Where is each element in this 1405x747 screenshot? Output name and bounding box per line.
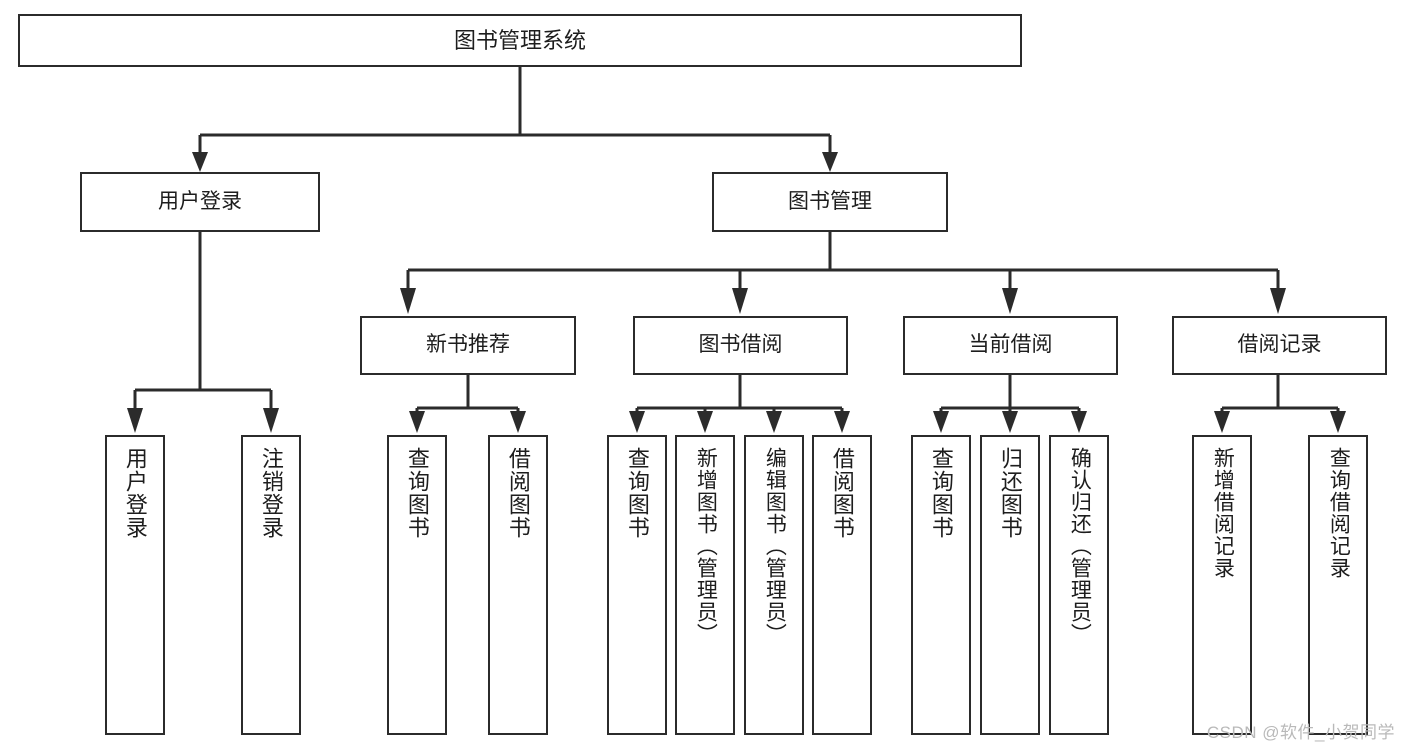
leaf-confirm-return-admin[interactable]: 确认归还（管理员）: [1049, 435, 1109, 735]
node-label: 用户登录: [158, 189, 242, 213]
leaf-user-login[interactable]: 用户登录: [105, 435, 165, 735]
node-label: 借阅记录: [1237, 333, 1322, 357]
leaf-label: 注销登录: [258, 447, 284, 539]
node-user-login[interactable]: 用户登录: [80, 172, 320, 232]
leaf-label: 借阅图书: [829, 447, 855, 539]
node-new-book-recommend[interactable]: 新书推荐: [360, 316, 576, 375]
leaf-edit-book-admin[interactable]: 编辑图书（管理员）: [744, 435, 804, 735]
node-book-management[interactable]: 图书管理: [712, 172, 948, 232]
leaf-borrow-book-borrow[interactable]: 借阅图书: [812, 435, 872, 735]
node-label: 图书借阅: [698, 333, 783, 357]
node-borrow-record[interactable]: 借阅记录: [1172, 316, 1387, 375]
leaf-label: 用户登录: [122, 447, 148, 539]
leaf-label: 查询借阅记录: [1327, 447, 1351, 579]
leaf-label: 确认归还（管理员）: [1068, 447, 1092, 645]
leaf-borrow-book-recommend[interactable]: 借阅图书: [488, 435, 548, 735]
leaf-label: 查询图书: [928, 447, 954, 539]
leaf-query-borrow-record[interactable]: 查询借阅记录: [1308, 435, 1368, 735]
leaf-label: 新增借阅记录: [1211, 447, 1235, 579]
node-label: 图书管理: [788, 189, 872, 213]
node-current-borrow[interactable]: 当前借阅: [903, 316, 1118, 375]
watermark-text: CSDN @软件_小贺同学: [1206, 723, 1395, 742]
leaf-logout-login[interactable]: 注销登录: [241, 435, 301, 735]
leaf-query-book-borrow[interactable]: 查询图书: [607, 435, 667, 735]
leaf-query-book-current[interactable]: 查询图书: [911, 435, 971, 735]
leaf-query-book-recommend[interactable]: 查询图书: [387, 435, 447, 735]
node-book-borrow[interactable]: 图书借阅: [633, 316, 848, 375]
leaf-return-book[interactable]: 归还图书: [980, 435, 1040, 735]
leaf-label: 编辑图书（管理员）: [763, 447, 787, 645]
leaf-label: 归还图书: [997, 447, 1023, 539]
leaf-label: 查询图书: [404, 447, 430, 539]
leaf-label: 借阅图书: [505, 447, 531, 539]
leaf-add-borrow-record[interactable]: 新增借阅记录: [1192, 435, 1252, 735]
leaf-label: 新增图书（管理员）: [694, 447, 718, 645]
node-root-book-management-system[interactable]: 图书管理系统: [18, 14, 1022, 67]
leaf-add-book-admin[interactable]: 新增图书（管理员）: [675, 435, 735, 735]
node-label: 新书推荐: [426, 333, 510, 357]
node-label: 图书管理系统: [453, 27, 586, 53]
leaf-label: 查询图书: [624, 447, 650, 539]
node-label: 当前借阅: [968, 333, 1053, 357]
